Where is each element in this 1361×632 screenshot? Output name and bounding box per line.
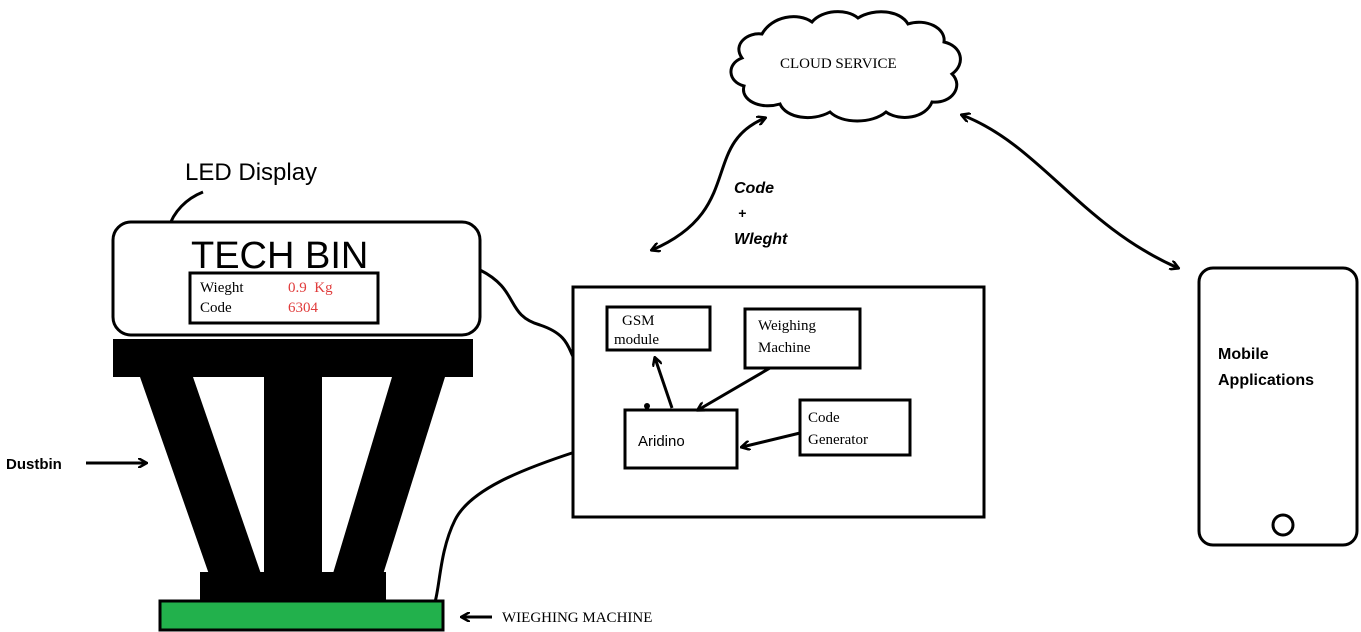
cloud-service: CLOUD SERVICE	[729, 10, 962, 123]
led-weight-value: 0.9 Kg	[288, 280, 333, 296]
wire-scale	[433, 450, 576, 603]
weighing-line2: Machine	[758, 340, 811, 356]
phone-home-button	[1271, 513, 1295, 537]
cloud-controller-arrow	[652, 118, 765, 250]
cloud-mobile-arrow	[962, 115, 1178, 268]
arduino-label: Aridino	[638, 433, 685, 450]
weight-label-text: Wleght	[734, 231, 788, 248]
code-label-text: Code	[734, 180, 774, 197]
wire-display	[479, 268, 577, 361]
codegen-line1: Code	[808, 410, 840, 426]
dustbin-label: Dustbin	[6, 456, 62, 473]
led-display-label: LED Display	[185, 159, 317, 186]
plus-label-text: +	[738, 205, 746, 221]
weighing-machine-module: Weighing Machine	[743, 307, 862, 370]
arduino-to-gsm-arrow	[655, 358, 674, 409]
tech-bin-title: TECH BIN	[191, 235, 368, 277]
arduino-module: Aridino	[623, 408, 739, 470]
mobile-line2: Applications	[1218, 372, 1314, 389]
codegen-to-arduino-arrow	[742, 431, 801, 447]
weighing-machine-base	[158, 599, 445, 632]
gsm-module: GSM module	[605, 305, 712, 352]
weighing-line1: Weighing	[758, 318, 816, 334]
mobile-phone: Mobile Applications	[1197, 266, 1359, 547]
codegen-line2: Generator	[808, 432, 868, 448]
led-display	[188, 271, 380, 325]
code-generator-module: Code Generator	[798, 398, 912, 457]
dustbin-body	[113, 339, 473, 602]
led-code-label: Code	[200, 300, 232, 316]
gsm-line2: module	[614, 332, 659, 348]
mobile-line1: Mobile	[1218, 346, 1269, 363]
weighing-to-arduino-arrow	[698, 366, 771, 410]
tech-bin-lid: TECH BIN Wieght 0.9 Kg Code 6304	[111, 220, 482, 337]
gsm-line1: GSM	[622, 313, 655, 329]
cloud-label: CLOUD SERVICE	[780, 56, 897, 72]
arduino-dot	[644, 403, 650, 409]
led-weight-label: Wieght	[200, 280, 244, 296]
led-code-value: 6304	[288, 300, 319, 316]
weighing-machine-label: WIEGHING MACHINE	[502, 610, 652, 626]
code-weight-label: Code + Wleght	[734, 180, 788, 248]
